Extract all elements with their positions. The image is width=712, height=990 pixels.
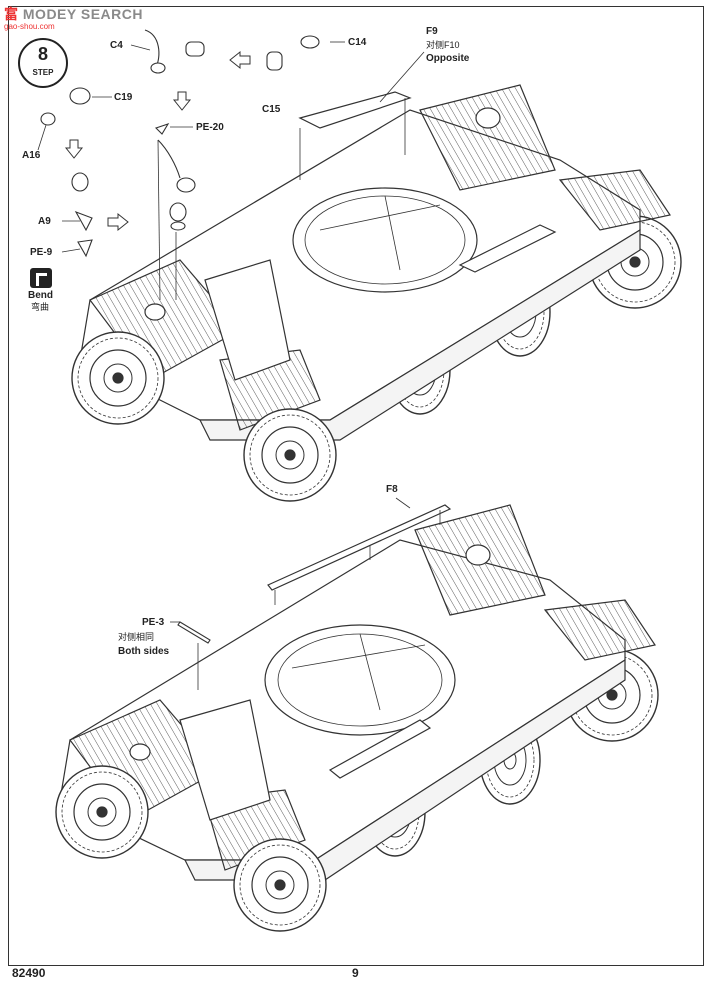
label-a9: A9 <box>38 216 51 227</box>
leader-lines-upper <box>37 41 425 301</box>
label-pe3-en: Both sides <box>118 646 170 657</box>
label-pe20: PE-20 <box>196 122 224 133</box>
part-f8-rail <box>267 497 452 605</box>
wheel-lower-front <box>233 838 327 932</box>
watermark-cn: 富 <box>4 6 19 22</box>
step-number: 8 <box>37 44 48 64</box>
vehicle-top-view-1 <box>71 84 682 502</box>
label-f9-cn: 对侧F10 <box>426 40 460 50</box>
label-f8: F8 <box>386 484 398 495</box>
page-border <box>8 6 704 966</box>
step-badge: 8 STEP <box>18 38 68 88</box>
label-pe3: PE-3 <box>142 617 165 628</box>
guide-arrows-upper <box>64 50 251 232</box>
label-pe3-cn: 对侧相同 <box>118 632 155 642</box>
label-bend-cn: 弯曲 <box>31 302 50 312</box>
watermark-url: gao-shou.com <box>4 22 55 31</box>
label-c14: C14 <box>348 37 367 48</box>
bend-icon <box>30 268 52 288</box>
label-a16: A16 <box>22 150 41 161</box>
part-pe3 <box>170 621 211 690</box>
wheel-upper-front <box>243 408 337 502</box>
watermark: 富 MODEY SEARCH <box>4 4 143 24</box>
label-pe9: PE-9 <box>30 247 53 258</box>
label-c4: C4 <box>110 40 123 51</box>
vehicle-top-view-2 <box>55 504 659 932</box>
label-c15: C15 <box>262 104 281 115</box>
step-word: STEP <box>32 68 54 77</box>
watermark-brand: MODEY SEARCH <box>22 6 143 22</box>
wheel-lower-front-left <box>55 765 149 859</box>
label-f9-en: Opposite <box>426 53 470 64</box>
footer-page-number: 9 <box>352 966 359 980</box>
label-c19: C19 <box>114 92 133 103</box>
wheel-upper-front-left <box>71 331 165 425</box>
label-f9: F9 <box>426 26 438 37</box>
parts-upper <box>40 29 320 258</box>
label-bend: Bend <box>28 290 53 301</box>
footer-code: 82490 <box>12 966 46 980</box>
